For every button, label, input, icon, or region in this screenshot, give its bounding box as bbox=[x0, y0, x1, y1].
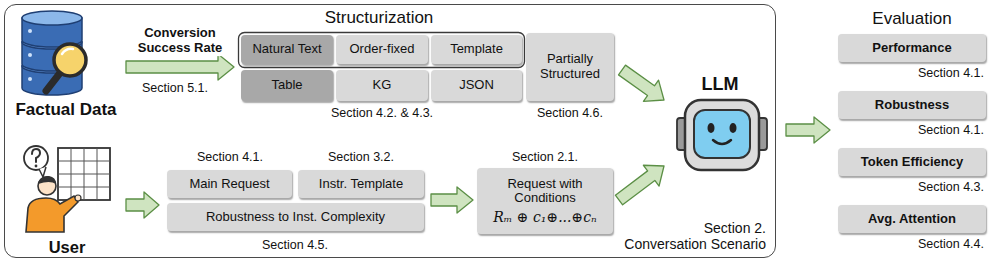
section-ref: Section 4.5. bbox=[163, 238, 427, 252]
format-cell: Table bbox=[241, 70, 333, 101]
box-label: Order-fixed bbox=[349, 42, 414, 57]
block-arrow bbox=[431, 187, 473, 213]
box-label: Avg. Attention bbox=[868, 212, 956, 227]
robot-eye bbox=[708, 123, 715, 133]
user-icon bbox=[24, 146, 110, 232]
box-label: Template bbox=[450, 42, 503, 57]
box-label: KG bbox=[373, 78, 392, 93]
llm-model: LLM bbox=[668, 70, 772, 180]
section-ref: Section 4.1. bbox=[918, 123, 984, 137]
formula: Rₘ ⊕ c₁⊕...⊕cₙ bbox=[493, 209, 597, 225]
edge-label: Conversion Success Rate bbox=[126, 26, 234, 56]
person-hand bbox=[75, 195, 81, 201]
format-cell: KG bbox=[336, 70, 428, 101]
box-label: JSON bbox=[459, 78, 494, 93]
question-dot bbox=[35, 165, 38, 168]
structurization-panel: Factual Data Natural Text Order-fixed Templ… bbox=[4, 4, 776, 258]
box-label: Main Request bbox=[189, 177, 269, 192]
format-cell: Template bbox=[431, 35, 522, 64]
block-arrow bbox=[786, 117, 830, 143]
section-ref: Section 4.6. bbox=[537, 106, 603, 120]
block-arrow bbox=[126, 54, 234, 80]
db-cap bbox=[22, 11, 82, 25]
robot-head bbox=[685, 100, 759, 170]
section-ref: Section 2.1. bbox=[512, 150, 578, 164]
section-ref: Section 3.2. bbox=[328, 150, 394, 164]
row-frame bbox=[239, 33, 525, 68]
section-ref: Section 4.1. bbox=[197, 150, 263, 164]
section-ref: Section 4.4. bbox=[918, 237, 984, 251]
question-mark bbox=[32, 149, 40, 162]
partial-structure-box: Partially Structured bbox=[526, 33, 614, 101]
block-arrow bbox=[619, 65, 664, 101]
section-ref: Section 4.2. & 4.3. bbox=[238, 106, 526, 120]
scenario-caption: Conversation Scenario bbox=[624, 236, 766, 252]
box-label: Partially Structured bbox=[532, 52, 608, 82]
magnifier-lens bbox=[54, 44, 86, 76]
box-label: Instr. Template bbox=[319, 177, 403, 192]
block-arrow bbox=[615, 165, 664, 205]
request-part-box: Robustness to Inst. Complexity bbox=[167, 203, 424, 231]
format-cell: Natural Text bbox=[241, 35, 333, 64]
thought-bubble bbox=[24, 146, 48, 170]
box-label: Request with Conditions bbox=[483, 177, 607, 207]
metric-box: Token Efficiency bbox=[838, 148, 986, 176]
section-ref: Section 5.1. bbox=[142, 81, 208, 95]
robot-smile bbox=[713, 140, 731, 144]
column-title: Evaluation bbox=[836, 9, 988, 29]
box-label: Robustness to Inst. Complexity bbox=[206, 210, 385, 225]
lens-highlight bbox=[62, 49, 73, 54]
panel-title: Structurization bbox=[325, 8, 434, 28]
section-ref: Section 4.1. bbox=[918, 66, 984, 80]
metric-box: Performance bbox=[838, 34, 986, 62]
section-ref: Section 2. bbox=[704, 220, 766, 236]
person-body bbox=[26, 196, 78, 232]
factual-data-source: Factual Data bbox=[10, 8, 122, 124]
board bbox=[58, 148, 110, 200]
model-label: LLM bbox=[668, 74, 772, 95]
source-label: Factual Data bbox=[10, 100, 122, 120]
robot-eye bbox=[730, 123, 737, 133]
source-label: User bbox=[12, 238, 122, 257]
magnifier-handle bbox=[46, 73, 60, 91]
robot-icon bbox=[677, 100, 767, 170]
metric-box: Robustness bbox=[838, 91, 986, 119]
box-label: Token Efficiency bbox=[861, 155, 963, 170]
metric-box: Avg. Attention bbox=[838, 205, 986, 233]
database-icon bbox=[22, 11, 86, 95]
board-grid bbox=[58, 148, 110, 200]
block-arrow bbox=[126, 192, 159, 218]
robot-screen bbox=[694, 110, 750, 158]
box-label: Natural Text bbox=[252, 42, 321, 57]
db-light bbox=[28, 29, 32, 33]
request-part-box: Main Request bbox=[167, 170, 292, 198]
format-cell: Order-fixed bbox=[336, 35, 428, 64]
section-ref: Section 4.3. bbox=[918, 180, 984, 194]
box-label: Robustness bbox=[875, 98, 949, 113]
user-source: User bbox=[12, 140, 122, 257]
request-group: Main Request Instr. TemplateRobustness to… bbox=[163, 166, 427, 254]
request-part-box: Instr. Template bbox=[298, 170, 424, 198]
box-label: Table bbox=[271, 78, 302, 93]
conditioned-request-box: Request with Conditions Rₘ ⊕ c₁⊕...⊕cₙ bbox=[477, 168, 613, 234]
db-light bbox=[28, 77, 32, 81]
db-light bbox=[28, 53, 32, 57]
format-group: Natural Text Order-fixed TemplateTable KG JS… bbox=[238, 32, 526, 124]
bubble-tail bbox=[39, 167, 46, 177]
box-label: Performance bbox=[872, 41, 951, 56]
format-cell: JSON bbox=[431, 70, 522, 101]
person-hair bbox=[38, 176, 56, 184]
